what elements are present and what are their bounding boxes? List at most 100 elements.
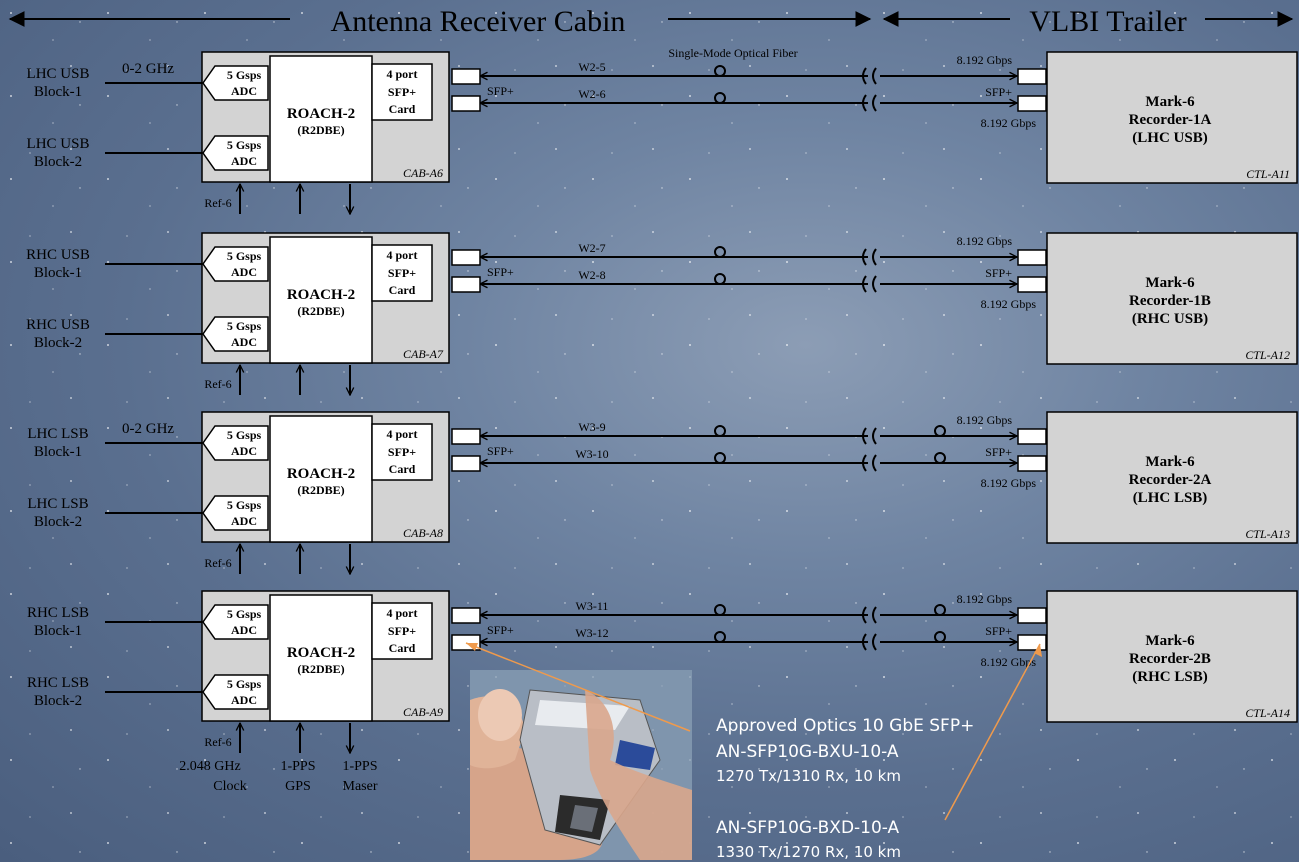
adc-2-label-line2: ADC	[231, 514, 257, 528]
cabinet-label: CAB-A8	[403, 526, 443, 540]
recorder-port-top	[1018, 250, 1046, 265]
input2-label-line2: Block-2	[34, 514, 82, 530]
adc-2-label-line2: ADC	[231, 154, 257, 168]
sfp-card-line2: SFP+	[388, 85, 416, 99]
fiber-label-2: W3-10	[575, 447, 608, 461]
adc-1-label-line1: 5 Gsps	[227, 428, 262, 442]
adc-1-label-line2: ADC	[231, 265, 257, 279]
recorder-port-bottom	[1018, 96, 1046, 111]
freq-label: 0-2 GHz	[122, 61, 174, 77]
input1-label-line1: RHC LSB	[27, 605, 89, 621]
fiber-label-1: W3-9	[578, 420, 605, 434]
sfp-label-left: SFP+	[487, 265, 514, 279]
optics-spec1: 1270 Tx/1310 Rx, 10 km	[716, 767, 901, 785]
roach-label-line2: (R2DBE)	[297, 483, 344, 497]
sfp-card-line3: Card	[389, 641, 416, 655]
fiber-label-2: W3-12	[575, 626, 608, 640]
ref-label: Ref-6	[204, 196, 231, 210]
rate-label-bottom: 8.192 Gbps	[981, 116, 1037, 130]
optics-part1: AN-SFP10G-BXU-10-A	[716, 742, 899, 762]
sfp-port-top	[452, 608, 480, 623]
adc-2-label-line1: 5 Gsps	[227, 319, 262, 333]
input2-label-line2: Block-2	[34, 693, 82, 709]
controller-label: CTL-A11	[1246, 167, 1290, 181]
rate-label-top: 8.192 Gbps	[957, 592, 1013, 606]
recorder-title: Mark-6	[1145, 633, 1195, 649]
sfp-card-line1: 4 port	[387, 248, 418, 262]
adc-2-label-line2: ADC	[231, 693, 257, 707]
sfp-port-top	[452, 429, 480, 444]
recorder-polarization: (RHC USB)	[1132, 311, 1208, 327]
roach-label-line2: (R2DBE)	[297, 123, 344, 137]
recorder-port-bottom	[1018, 635, 1046, 650]
adc-1-label-line2: ADC	[231, 623, 257, 637]
input2-label-line1: LHC USB	[27, 136, 90, 152]
recorder-polarization: (LHC USB)	[1132, 130, 1207, 146]
fiber-label-2: W2-6	[578, 87, 605, 101]
optics-title: Approved Optics 10 GbE SFP+	[716, 716, 974, 736]
recorder-title: Mark-6	[1145, 275, 1195, 291]
gps-label-line2: GPS	[285, 779, 311, 794]
recorder-port-bottom	[1018, 277, 1046, 292]
optics-part2: AN-SFP10G-BXD-10-A	[716, 818, 900, 838]
sfp-card-line2: SFP+	[388, 624, 416, 638]
cabin-title: Antenna Receiver Cabin	[331, 5, 626, 38]
controller-label: CTL-A13	[1245, 527, 1290, 541]
sfp-card-line1: 4 port	[387, 67, 418, 81]
recorder-port-top	[1018, 429, 1046, 444]
rate-label-top: 8.192 Gbps	[957, 53, 1013, 67]
maser-label-line1: 1-PPS	[342, 759, 377, 774]
rate-label-top: 8.192 Gbps	[957, 413, 1013, 427]
sfp-label-left: SFP+	[487, 84, 514, 98]
recorder-polarization: (LHC LSB)	[1133, 490, 1208, 506]
adc-1-label-line1: 5 Gsps	[227, 607, 262, 621]
fiber-label-1: W2-5	[578, 60, 605, 74]
recorder-name: Recorder-2B	[1129, 651, 1211, 667]
adc-1-label-line1: 5 Gsps	[227, 68, 262, 82]
controller-label: CTL-A14	[1245, 706, 1290, 720]
sfp-label-right: SFP+	[985, 624, 1012, 638]
roach-label-line2: (R2DBE)	[297, 304, 344, 318]
input1-label-line1: LHC LSB	[27, 426, 88, 442]
sfp-card-line3: Card	[389, 283, 416, 297]
sfp-port-bottom	[452, 456, 480, 471]
input1-label-line2: Block-1	[34, 623, 82, 639]
ref-label: Ref-6	[204, 556, 231, 570]
maser-label-line2: Maser	[343, 779, 378, 794]
fiber-label-2: W2-8	[578, 268, 605, 282]
rate-label-bottom: 8.192 Gbps	[981, 476, 1037, 490]
recorder-port-top	[1018, 608, 1046, 623]
adc-2-label-line2: ADC	[231, 335, 257, 349]
recorder-name: Recorder-1A	[1129, 112, 1212, 128]
adc-1-label-line1: 5 Gsps	[227, 249, 262, 263]
recorder-name: Recorder-1B	[1129, 293, 1211, 309]
recorder-title: Mark-6	[1145, 94, 1195, 110]
input2-label-line2: Block-2	[34, 335, 82, 351]
sfp-module-photo	[470, 670, 692, 860]
sfp-label-right: SFP+	[985, 266, 1012, 280]
sfp-card-line2: SFP+	[388, 445, 416, 459]
trailer-title: VLBI Trailer	[1029, 5, 1187, 38]
roach-label-line2: (R2DBE)	[297, 662, 344, 676]
sfp-label-left: SFP+	[487, 444, 514, 458]
adc-1-label-line2: ADC	[231, 84, 257, 98]
recorder-port-bottom	[1018, 456, 1046, 471]
fiber-label-1: W3-11	[576, 599, 609, 613]
sfp-card-line1: 4 port	[387, 427, 418, 441]
clock-label-line2: Clock	[213, 779, 246, 794]
input2-label-line2: Block-2	[34, 154, 82, 170]
sfp-card-line1: 4 port	[387, 606, 418, 620]
roach-label-line1: ROACH-2	[287, 287, 355, 303]
sfp-label-right: SFP+	[985, 445, 1012, 459]
roach-label-line1: ROACH-2	[287, 106, 355, 122]
adc-2-label-line1: 5 Gsps	[227, 498, 262, 512]
recorder-port-top	[1018, 69, 1046, 84]
cabinet-label: CAB-A6	[403, 166, 443, 180]
input2-label-line1: RHC USB	[26, 317, 90, 333]
sfp-card-line2: SFP+	[388, 266, 416, 280]
input1-label-line1: RHC USB	[26, 247, 90, 263]
ref-label: Ref-6	[204, 735, 231, 749]
cabinet-label: CAB-A7	[403, 347, 444, 361]
sfp-card-line3: Card	[389, 102, 416, 116]
